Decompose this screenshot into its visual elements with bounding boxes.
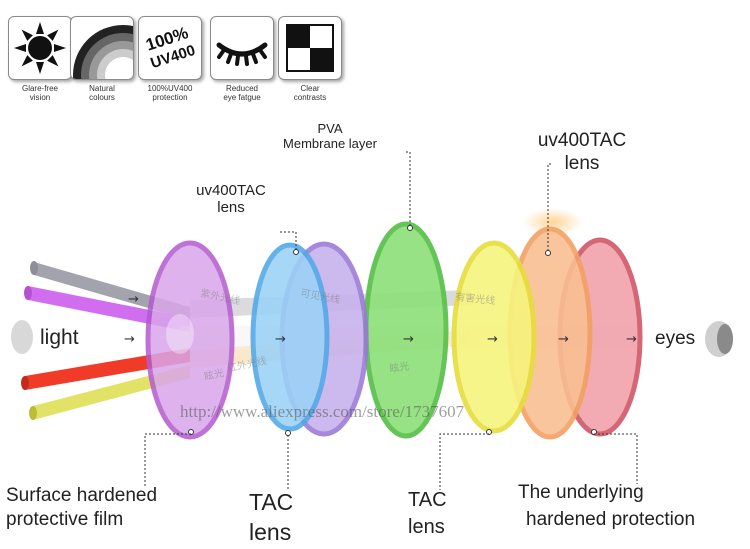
tac-lens-middle-label: TAC lens xyxy=(408,489,447,538)
feature-caption: Reduced eye fatgue xyxy=(223,84,261,102)
arrow-icon: → xyxy=(403,332,414,347)
surface-hardened-film-lens xyxy=(145,240,235,440)
direction-arrows: → → → → → → → xyxy=(124,292,637,347)
tac-lens-left-label: TAC lens xyxy=(249,489,294,545)
feature-natural-colours: Natural colours xyxy=(68,16,136,102)
feature-caption: Natural colours xyxy=(89,84,115,102)
underlying-line-1: The underlying xyxy=(518,482,644,503)
uv400-badge-icon: 100% UV400 xyxy=(138,16,202,80)
beam-text: 有害光线 xyxy=(455,290,496,307)
beam-text: 眩光 xyxy=(389,359,411,375)
pva-membrane-label: PVA Membrane layer xyxy=(283,121,377,151)
feature-clear-contrasts: Clear contrasts xyxy=(276,16,344,102)
feature-uv400: 100% UV400 100%UV400 protection xyxy=(136,16,204,102)
feature-glare-free: Glare-free vision xyxy=(6,16,74,102)
eyes-label: eyes xyxy=(655,328,696,349)
uv400-tac-lens-blue xyxy=(250,242,330,432)
feature-caption: Clear contrasts xyxy=(293,84,327,102)
leader-lines xyxy=(144,151,638,490)
uv400-tac-lens-left-label: uv400TAC lens xyxy=(196,182,266,217)
uv400-tac-lens-right-label: uv400TAC lens xyxy=(537,130,627,174)
arrow-icon: → xyxy=(626,332,637,347)
light-label: light xyxy=(40,326,79,349)
tac-lens-yellow xyxy=(451,240,537,434)
beam-text: 眩光 xyxy=(203,366,225,383)
arrow-icon: → xyxy=(275,332,286,347)
arrow-icon: → xyxy=(558,332,569,347)
light-source xyxy=(11,320,33,354)
arrow-icon: → xyxy=(487,332,498,347)
underlying-line-2: hardened protection xyxy=(526,508,696,530)
arrow-icon: → xyxy=(124,332,135,347)
feature-caption: Glare-free vision xyxy=(21,84,58,102)
eye-lashes-icon xyxy=(210,16,274,80)
feature-reduced-eye-fatigue: Reduced eye fatgue xyxy=(208,16,276,102)
eye-iris xyxy=(717,324,733,354)
arrow-icon: → xyxy=(128,292,139,307)
lens-stack xyxy=(145,208,643,440)
store-url-watermark: http://www.aliexpress.com/store/1737607 xyxy=(180,402,465,421)
feature-caption: 100%UV400 protection xyxy=(147,84,193,102)
rainbow-icon xyxy=(70,16,134,80)
surface-hardened-film-label: Surface hardened protective film xyxy=(6,485,158,530)
underlying-hardened-protection-label: The underlying hardened protection xyxy=(518,480,695,533)
sun-icon xyxy=(8,16,72,80)
checkerboard-icon xyxy=(278,16,342,80)
